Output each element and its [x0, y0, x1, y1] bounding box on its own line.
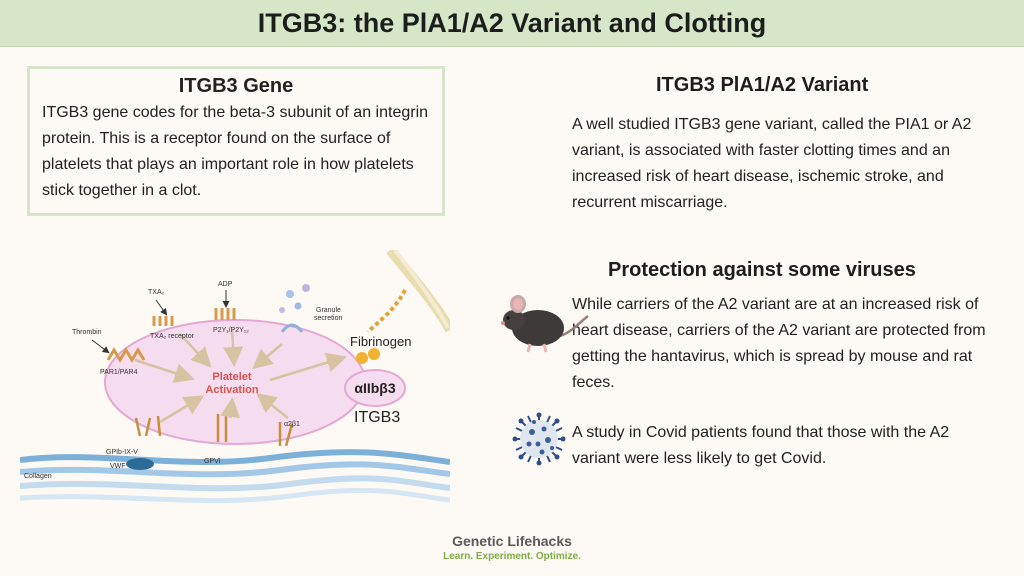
label-gpvi: GPVI	[204, 458, 221, 465]
label-platelet: Platelet	[212, 371, 251, 383]
hanta-text: While carriers of the A2 variant are at …	[572, 296, 986, 391]
virus-icon	[512, 412, 566, 466]
protection-title: Protection against some viruses	[608, 259, 916, 281]
label-fibrinogen: Fibrinogen	[350, 334, 411, 349]
footer-brand: Genetic Lifehacks	[452, 533, 572, 549]
covid-text: A study in Covid patients found that tho…	[572, 424, 950, 467]
variant-title: ITGB3 PlA1/A2 Variant	[656, 74, 869, 96]
label-par: PAR1/PAR4	[100, 369, 138, 376]
gene-box-title: ITGB3 Gene	[178, 75, 294, 97]
label-activation: Activation	[205, 384, 258, 396]
mouse-icon	[501, 295, 589, 353]
gene-info-box: ITGB3 Gene ITGB3 gene codes for the beta…	[27, 66, 445, 216]
header-bar: ITGB3: the PlA1/A2 Variant and Clotting	[0, 0, 1024, 47]
gene-box-text: ITGB3 gene codes for the beta-3 subunit …	[42, 104, 429, 199]
label-itgb3: ITGB3	[354, 409, 400, 426]
label-thrombin: Thrombin	[72, 329, 102, 336]
label-a2b1: α2β1	[284, 421, 300, 428]
label-vwf: VWF	[110, 463, 126, 470]
platelet-activation-diagram: TXA₂ TXA₂ receptor ADP P2Y₁/P2Y₁₂ Granul…	[20, 250, 450, 504]
variant-text: A well studied ITGB3 gene variant, calle…	[572, 116, 972, 211]
page-title: ITGB3: the PlA1/A2 Variant and Clotting	[257, 7, 767, 38]
label-adp: ADP	[218, 281, 233, 288]
label-p2y: P2Y₁/P2Y₁₂	[213, 327, 249, 334]
label-collagen: Collagen	[24, 473, 52, 480]
label-granule-2: secretion	[314, 315, 343, 322]
footer-tagline: Learn. Experiment. Optimize.	[443, 551, 581, 562]
label-granule-1: Granule	[316, 307, 341, 314]
label-gpib: GPIb-IX-V	[106, 449, 138, 456]
label-integrin: αIIbβ3	[354, 380, 395, 396]
label-txa2-receptor: TXA₂ receptor	[150, 333, 195, 340]
label-txa2: TXA₂	[148, 289, 165, 296]
